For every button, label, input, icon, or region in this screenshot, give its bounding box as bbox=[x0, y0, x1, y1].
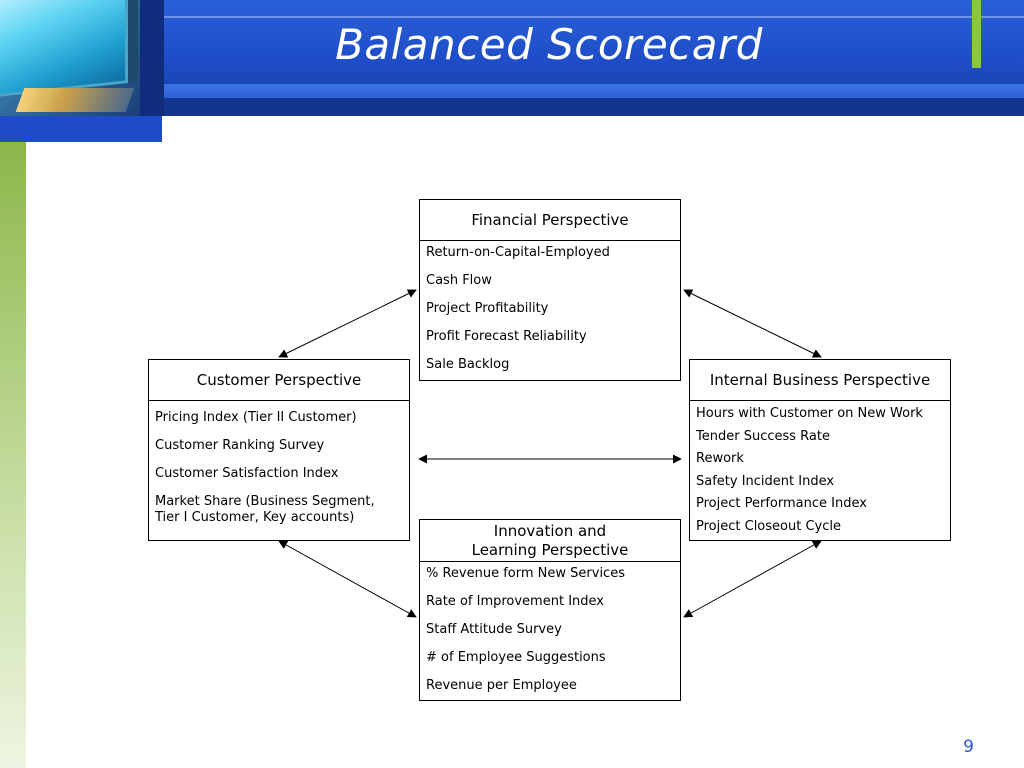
list-item: Revenue per Employee bbox=[426, 678, 577, 693]
corner-block bbox=[0, 116, 162, 142]
list-item: # of Employee Suggestions bbox=[426, 650, 606, 665]
customer-perspective-title: Customer Perspective bbox=[149, 360, 409, 401]
list-item: Cash Flow bbox=[426, 273, 492, 288]
banner-divider bbox=[140, 0, 164, 116]
financial-perspective-title: Financial Perspective bbox=[420, 200, 680, 241]
list-item: % Revenue form New Services bbox=[426, 566, 625, 581]
innovation-learning-perspective-box: Innovation and Learning Perspective % Re… bbox=[419, 519, 681, 701]
innovation-learning-measures-list: % Revenue form New Services Rate of Impr… bbox=[420, 562, 680, 694]
internal-business-measures-list: Hours with Customer on New Work Tender S… bbox=[690, 401, 950, 535]
list-item: Project Performance Index bbox=[696, 496, 867, 511]
list-item: Tender Success Rate bbox=[696, 428, 830, 444]
list-item: Rate of Improvement Index bbox=[426, 594, 604, 609]
list-item: Market Share (Business Segment, Tier I C… bbox=[155, 494, 375, 525]
customer-measures-list: Pricing Index (Tier II Customer) Custome… bbox=[149, 401, 409, 526]
list-item: Hours with Customer on New Work bbox=[696, 406, 923, 421]
monitor-image bbox=[0, 0, 140, 116]
list-item: Staff Attitude Survey bbox=[426, 622, 562, 637]
banner-band bbox=[164, 84, 1024, 98]
customer-perspective-box: Customer Perspective Pricing Index (Tier… bbox=[148, 359, 410, 541]
page-number: 9 bbox=[963, 737, 974, 757]
banner-stripe bbox=[164, 98, 1024, 116]
arrow-financial-internal bbox=[683, 289, 822, 358]
left-accent-bar bbox=[0, 142, 26, 768]
slide-title: Balanced Scorecard bbox=[335, 20, 763, 69]
arrow-internal-innovation bbox=[683, 540, 822, 618]
list-item: Project Profitability bbox=[426, 301, 549, 316]
list-item: Project Closeout Cycle bbox=[696, 518, 841, 534]
arrow-financial-customer bbox=[278, 289, 417, 358]
internal-business-perspective-title: Internal Business Perspective bbox=[690, 360, 950, 401]
banner-stripe bbox=[164, 16, 1024, 18]
arrow-customer-innovation bbox=[278, 540, 417, 618]
green-accent-stripe bbox=[972, 0, 981, 68]
list-item: Customer Ranking Survey bbox=[155, 438, 325, 453]
financial-perspective-box: Financial Perspective Return-on-Capital-… bbox=[419, 199, 681, 381]
innovation-learning-perspective-title: Innovation and Learning Perspective bbox=[420, 520, 680, 562]
list-item: Safety Incident Index bbox=[696, 473, 835, 489]
list-item: Pricing Index (Tier II Customer) bbox=[155, 410, 357, 425]
list-item: Rework bbox=[696, 451, 744, 466]
internal-business-perspective-box: Internal Business Perspective Hours with… bbox=[689, 359, 951, 541]
list-item: Sale Backlog bbox=[426, 357, 510, 372]
list-item: Return-on-Capital-Employed bbox=[426, 245, 610, 260]
financial-measures-list: Return-on-Capital-Employed Cash Flow Pro… bbox=[420, 241, 680, 373]
list-item: Customer Satisfaction Index bbox=[155, 466, 339, 481]
list-item: Profit Forecast Reliability bbox=[426, 329, 587, 344]
